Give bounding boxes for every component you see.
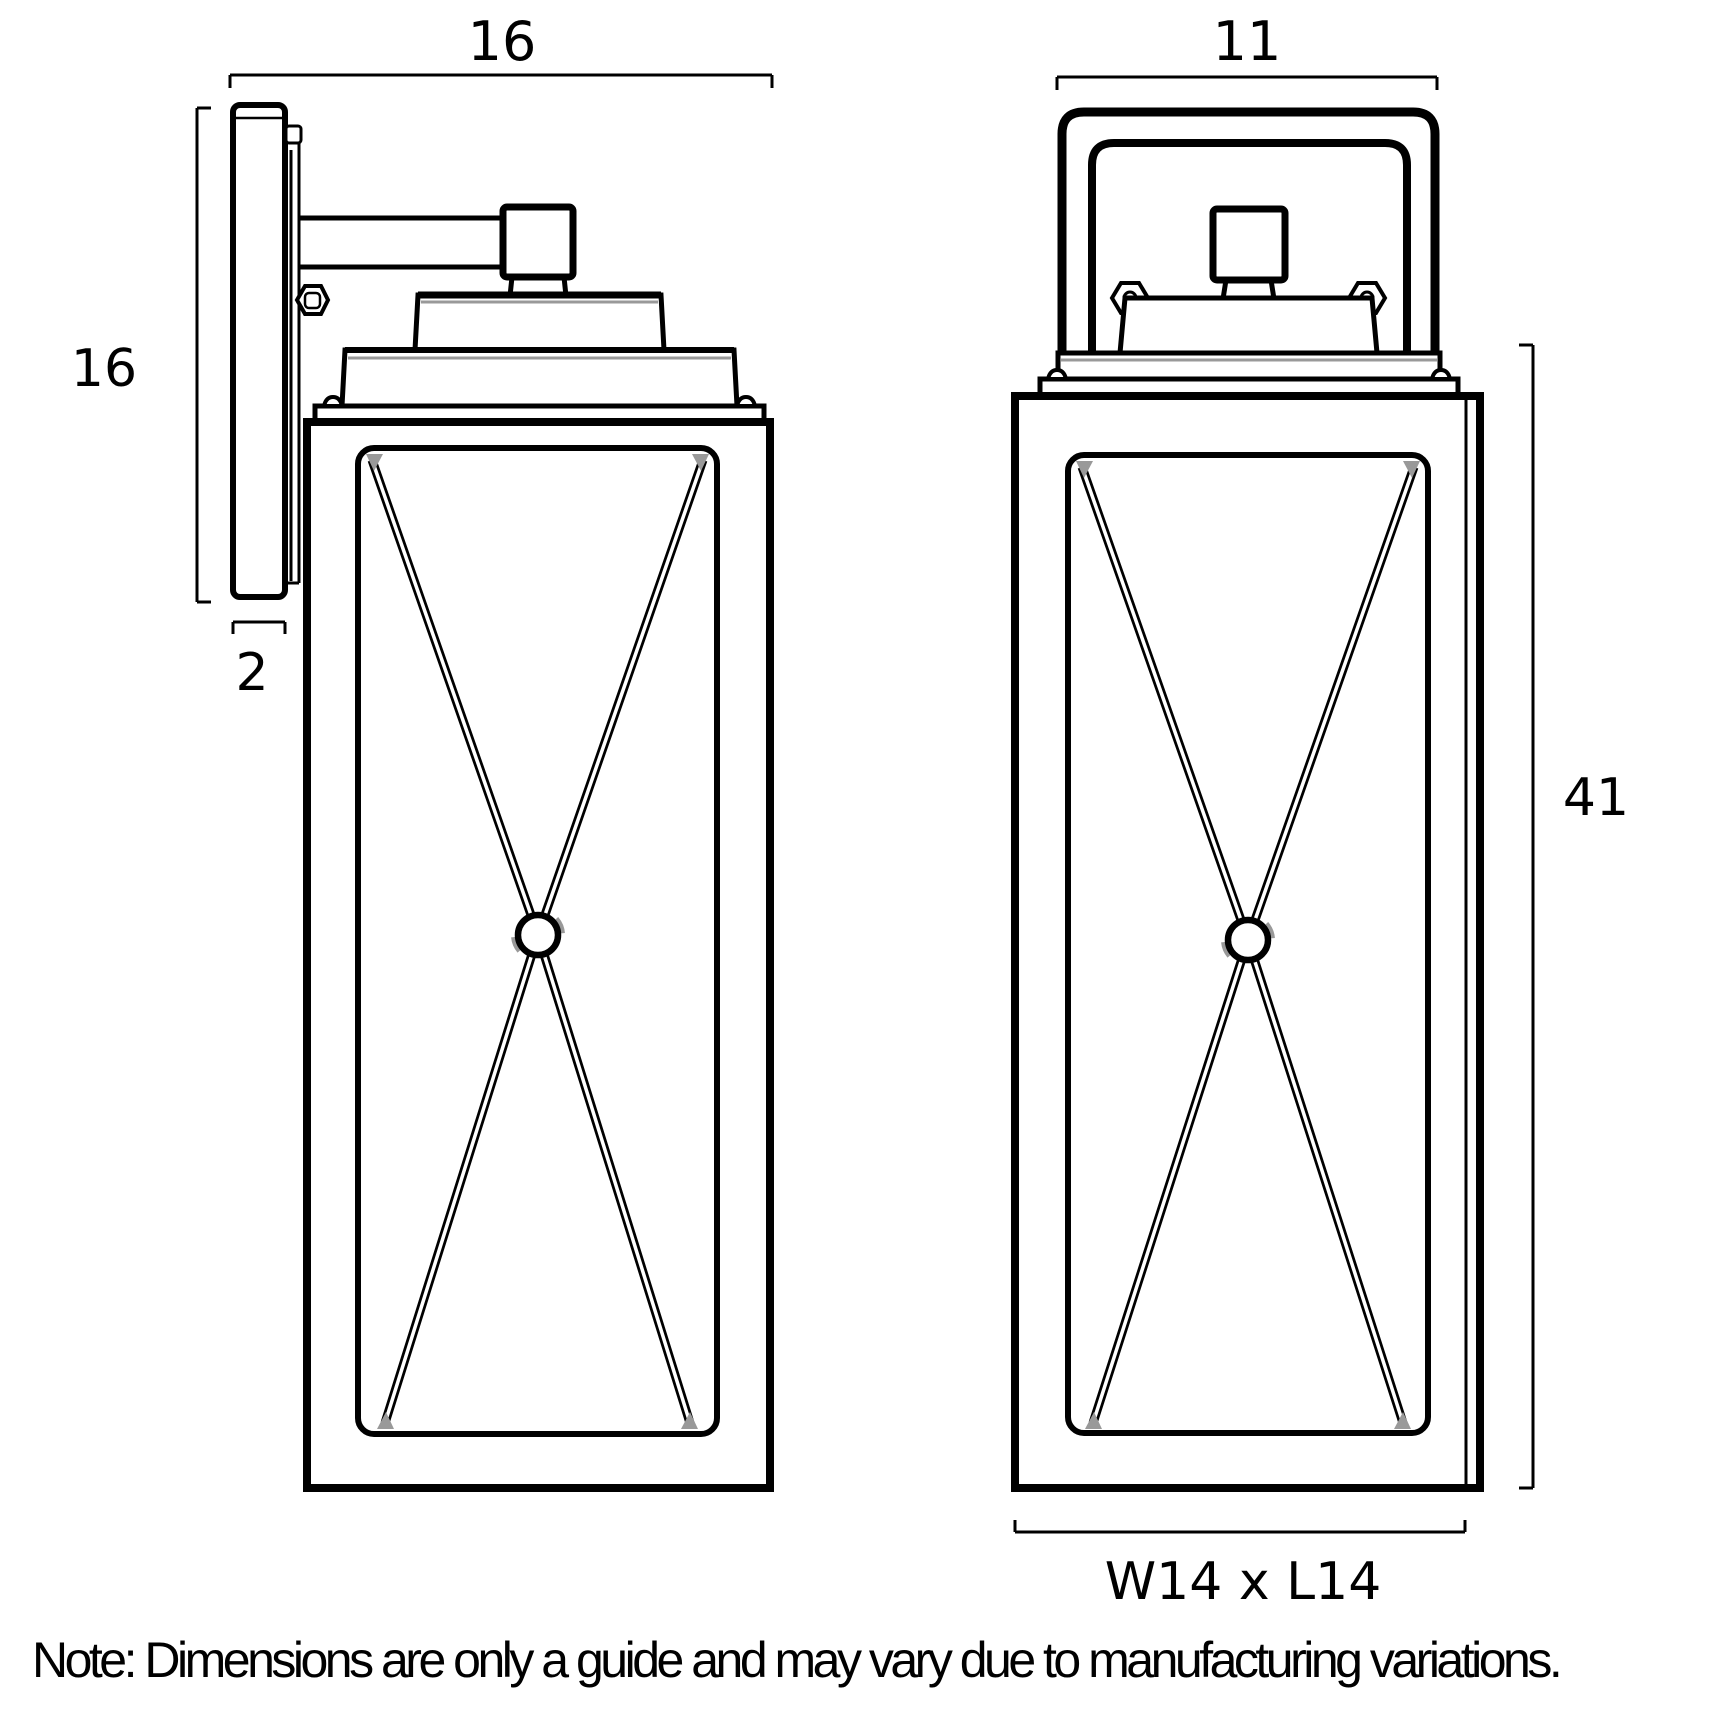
strut-fillet <box>1403 461 1420 478</box>
mounting-screw <box>284 124 303 145</box>
lantern-body-side <box>303 418 774 1492</box>
dim-label-front-top-width: 11 <box>1213 10 1282 73</box>
cap-step <box>1055 350 1443 382</box>
dim-label-overall-height: 41 <box>1563 768 1629 828</box>
dim-base-size: W14 x L14 <box>1013 1520 1467 1612</box>
dimension-ticks <box>228 75 774 88</box>
strut-core <box>370 459 705 1424</box>
dimension-ticks <box>197 106 211 604</box>
strut-knot <box>514 911 562 959</box>
strut-fillet <box>1394 1412 1411 1429</box>
knot-shade <box>511 908 565 962</box>
bracket-inner <box>1088 139 1411 352</box>
strut-fillet <box>366 454 383 471</box>
socket-body <box>1209 205 1289 284</box>
mounting-arm <box>299 215 503 270</box>
hex-bolt-inner <box>303 291 322 310</box>
socket-body <box>499 203 577 281</box>
dimension-ticks <box>1055 77 1439 90</box>
dimension-ticks <box>1519 343 1533 1490</box>
strut-fillet <box>377 1412 394 1429</box>
wall-plate-front <box>230 102 288 600</box>
front-view: 11 <box>1011 10 1629 1612</box>
lantern-cap-side <box>312 291 767 425</box>
knot-shade <box>1221 913 1275 967</box>
cap-bolt-right <box>734 394 758 408</box>
hex-bolt <box>294 284 331 316</box>
strut-core <box>1080 466 1416 1424</box>
lamp-socket-side <box>499 203 577 297</box>
dim-side-top-width: 16 <box>228 10 774 88</box>
top-bracket <box>1057 107 1440 353</box>
dim-side-height: 16 <box>71 106 211 604</box>
wall-plate <box>230 102 331 600</box>
dimension-ticks <box>1013 1520 1467 1532</box>
glass-frame-front <box>1065 452 1431 1436</box>
bracket-outer <box>1057 107 1440 353</box>
strut-fillet <box>1076 461 1093 478</box>
strut-fillet <box>681 1412 698 1429</box>
side-view: 16 16 2 <box>71 10 774 1492</box>
dim-label-base-size: W14 x L14 <box>1105 1552 1382 1612</box>
strut-fillet <box>1085 1412 1102 1429</box>
dim-label-side-top-width: 16 <box>468 10 537 73</box>
strut-fillet <box>692 454 709 471</box>
dim-front-top-width: 11 <box>1055 10 1439 90</box>
dim-overall-height: 41 <box>1519 343 1629 1490</box>
cross-struts-front <box>1076 461 1420 1429</box>
cap-bolt-right <box>1429 367 1453 381</box>
lantern-cap-front <box>1037 281 1461 399</box>
strut-knot <box>1224 916 1272 964</box>
lantern-body-front <box>1011 392 1484 1492</box>
note-text: Note: Dimensions are only a guide and ma… <box>32 1632 1559 1688</box>
lamp-socket-front <box>1209 205 1289 300</box>
cap-bolt-left <box>1045 367 1069 381</box>
dim-plate-depth: 2 <box>231 620 287 703</box>
dimension-ticks <box>231 622 287 634</box>
cross-struts-side <box>366 454 709 1429</box>
dim-label-side-height: 16 <box>71 339 137 399</box>
cap-body <box>1117 295 1380 356</box>
cap-bolt-left <box>321 394 345 408</box>
glass-frame-side <box>355 445 720 1437</box>
dim-label-plate-depth: 2 <box>235 643 268 703</box>
